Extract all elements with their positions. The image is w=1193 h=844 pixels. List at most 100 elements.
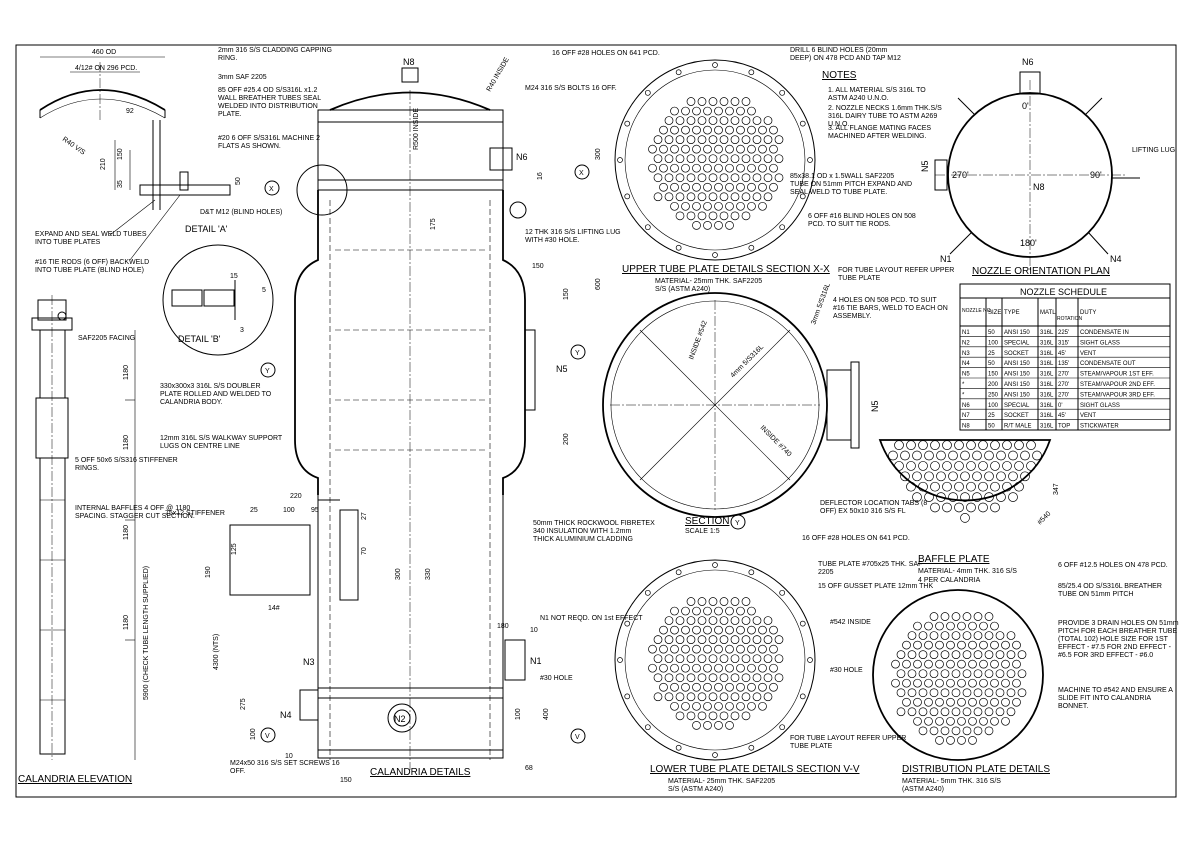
tube-hole [774,135,784,144]
tube-hole [957,736,966,745]
tube-hole [962,726,972,736]
tube-hole [681,625,690,635]
tube-hole [703,221,712,230]
schedule-cell: 0' [1058,403,1062,409]
tube-hole [1012,659,1021,669]
bolt-hole [644,589,651,596]
tube-hole [942,440,952,450]
tube-hole [984,726,994,736]
tube-hole [736,625,745,635]
tube-hole [907,631,917,640]
tube-hole [681,144,690,154]
tube-hole [686,597,696,606]
tube-hole [686,192,696,202]
tube-hole [1012,678,1021,688]
d10-a: 10 [285,753,293,760]
tube-hole [747,644,756,654]
tube-hole [670,644,679,654]
tube-hole [913,621,922,631]
schedule-cell: 316L [1040,392,1054,398]
schedule-cell: 45' [1058,413,1066,419]
tube-hole [752,192,762,202]
tube-hole [736,106,745,116]
tube-hole [948,471,958,482]
tube-hole [968,697,977,707]
tube-hole [752,135,762,144]
tube-hole [659,682,668,692]
d150-a-label: 150 [117,148,124,160]
tube-hole [686,635,696,644]
tube-hole [730,192,740,202]
tube-hole [946,659,955,669]
tube-hole [995,631,1005,640]
tube-hole [697,192,707,202]
tube-hole [725,663,734,673]
tube-hole [978,502,988,513]
tube-hole [930,440,940,450]
tube-hole [675,711,685,721]
tube-hole [935,640,944,650]
marker-y-section: Y [735,520,740,527]
tube-hole [659,125,668,135]
tube-hole [929,650,939,659]
tube-hole [725,721,734,730]
dm12-label: D&T M12 (BLIND HOLES) [200,209,282,216]
tube-hole [741,673,751,683]
d50-label: 50 [235,177,242,185]
d150-b: 150 [563,288,570,300]
tube-hole [653,635,663,644]
tube-hole [681,606,690,616]
schedule-cell: 316L [1040,340,1054,346]
tube-hole [984,631,994,640]
tube-hole [968,621,977,631]
tube-hole [725,144,734,154]
tube-hole [1026,440,1036,450]
tube-hole [774,635,784,644]
tube-hole [664,673,674,683]
d6mm-label: 4mm 5/S316L [729,344,765,380]
tube-hole [951,707,961,717]
tube-hole [736,144,745,154]
baffle-title: BAFFLE PLATE [918,554,990,565]
inside542b-label: INSIDE #542 [688,320,709,361]
tube-hole [962,669,972,679]
tube-hole [913,640,922,650]
tube-hole [954,481,964,492]
tube-hole [670,182,679,192]
tube-hole [714,163,723,173]
tube-hole [1014,481,1024,492]
upper-tube-plate-title: UPPER TUBE PLATE DETAILS SECTION X-X [622,264,830,275]
lower-holes-note: 16 OFF #28 HOLES ON 641 PCD. [802,535,910,542]
pcd296-label: 4/12# ON 296 PCD. [75,65,137,72]
schedule-cell: N3 [962,351,970,357]
n2-label: N2 [394,714,406,724]
schedule-cell: STEAM/VAPOUR 3RD EFF. [1080,392,1155,398]
nozzle-orientation-plan: N6 N8 N5 N4 N1 N3 0' 90' 180' 270' LIFTI… [920,57,1175,277]
bolt-hole [807,657,813,663]
tube-hole [708,711,718,721]
bolt-hole [748,744,755,751]
tube-hole [918,688,928,698]
tube-hole [664,173,674,183]
tube-hole [957,678,966,688]
tube-hole [940,707,950,717]
tube-hole [995,707,1005,717]
n5-elev-label: N5 [556,364,568,374]
tube-hole [1002,481,1012,492]
tube-hole [692,221,701,230]
tube-hole [1008,471,1018,482]
tube-hole [719,616,729,625]
hdr-rotation: ROTATION [1057,316,1082,322]
tube-hole [930,502,940,513]
tube-hole [708,211,718,221]
calandria-elevation: SAF2205 FACING 1180 1180 1180 1180 5900 … [18,295,195,785]
tube-hole [719,211,729,221]
tube-hole [973,631,983,640]
tube-hole [708,635,718,644]
stiffener-note: 75x12 STIFFENER [165,510,225,517]
d540-label: #540 [1036,510,1052,526]
tube-hole [664,192,674,202]
plan-270: 270' [952,170,969,180]
